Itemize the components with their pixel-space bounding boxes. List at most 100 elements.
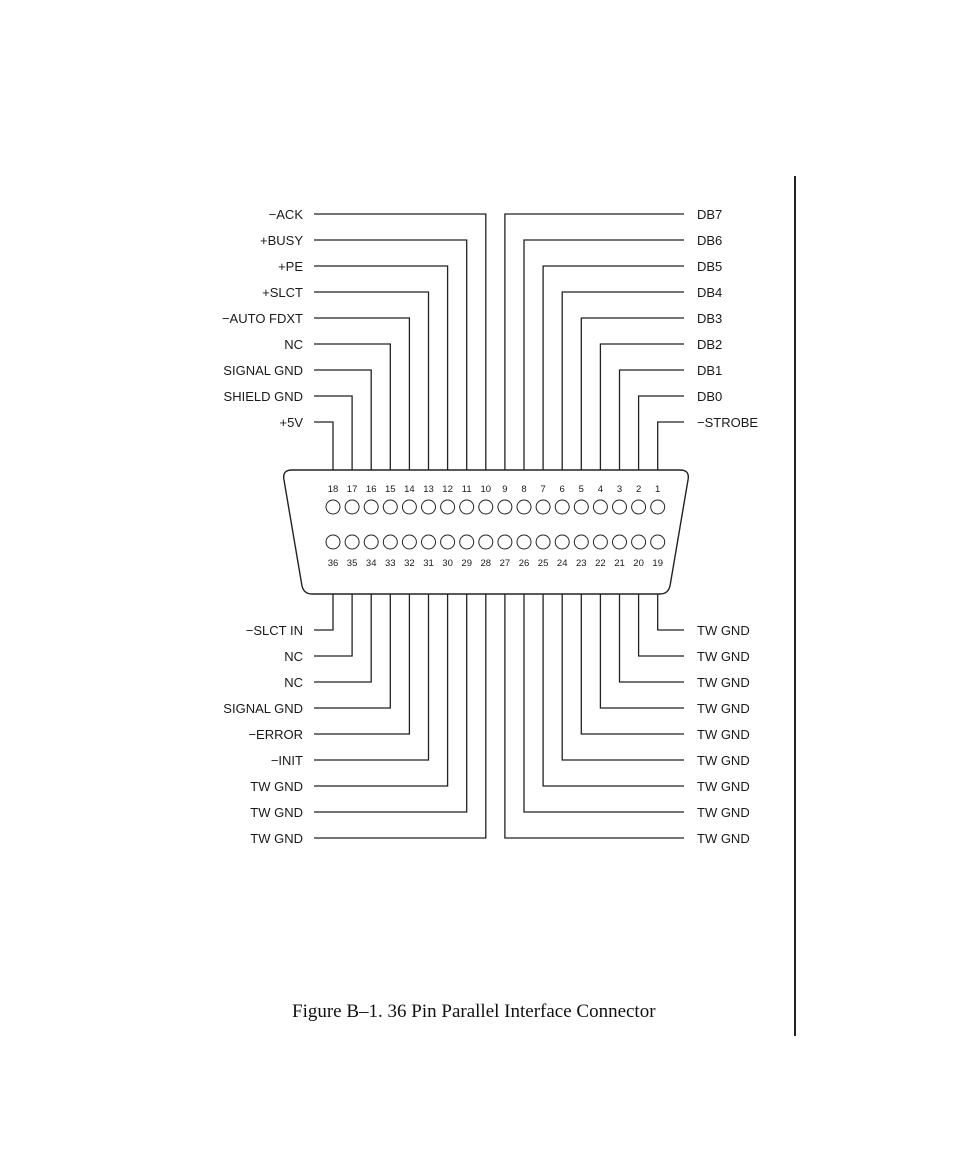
pin-socket <box>554 499 570 515</box>
signal-wire <box>580 581 684 735</box>
signal-wire <box>561 581 684 761</box>
pin-number-bottom: 33 <box>385 558 396 569</box>
signal-wire <box>314 581 353 657</box>
signal-label: TW GND <box>697 805 750 820</box>
pin-socket <box>382 534 398 550</box>
pin-number-top: 11 <box>462 484 472 495</box>
pin-number-bottom: 22 <box>595 558 606 569</box>
signal-label: −ERROR <box>248 727 303 742</box>
pin-number-top: 2 <box>636 484 641 495</box>
pin-socket <box>363 534 379 550</box>
pin-socket <box>573 534 589 550</box>
signal-wire <box>314 421 334 482</box>
signal-label: DB5 <box>697 259 722 274</box>
pin-number-top: 9 <box>502 484 507 495</box>
pin-number-top: 13 <box>423 484 434 495</box>
signal-label: DB2 <box>697 337 722 352</box>
signal-label: DB0 <box>697 389 722 404</box>
pin-number-top: 12 <box>442 484 453 495</box>
signal-label: NC <box>284 675 303 690</box>
signal-label: NC <box>284 337 303 352</box>
pin-number-top: 16 <box>366 484 377 495</box>
signal-label: DB1 <box>697 363 722 378</box>
pin-number-top: 7 <box>540 484 545 495</box>
signal-wire <box>542 265 684 482</box>
signal-label: SHIELD GND <box>224 389 303 404</box>
signal-label: +5V <box>280 415 304 430</box>
signal-wire <box>637 395 684 482</box>
pin-number-top: 1 <box>655 484 660 495</box>
pin-number-top: 6 <box>560 484 565 495</box>
pin-socket <box>344 499 360 515</box>
figure-caption: Figure B–1. 36 Pin Parallel Interface Co… <box>292 1001 656 1022</box>
signal-label: +SLCT <box>262 285 303 300</box>
signal-label: TW GND <box>697 675 750 690</box>
pin-number-bottom: 20 <box>633 558 644 569</box>
signal-label: −AUTO FDXT <box>222 311 303 326</box>
signal-wire <box>314 369 372 482</box>
signal-wire <box>314 265 449 482</box>
signal-label: SIGNAL GND <box>223 701 303 716</box>
pin-socket <box>516 499 532 515</box>
signal-wire <box>314 213 487 482</box>
signal-label: TW GND <box>697 727 750 742</box>
pin-socket <box>612 499 627 515</box>
pin-socket <box>535 499 551 515</box>
pin-socket <box>592 499 608 515</box>
signal-label: TW GND <box>697 831 750 846</box>
signal-wire <box>657 581 684 631</box>
pin-number-bottom: 26 <box>519 558 530 569</box>
pin-socket <box>631 499 647 515</box>
signal-wire <box>523 581 684 813</box>
signal-label: TW GND <box>697 623 750 638</box>
signal-label: DB4 <box>697 285 722 300</box>
pin-socket <box>363 499 379 515</box>
pin-socket <box>516 534 532 550</box>
signal-wire <box>314 581 391 709</box>
signal-wire <box>599 343 684 482</box>
signal-wire <box>314 581 372 683</box>
pin-number-top: 17 <box>347 484 358 495</box>
pin-number-top: 3 <box>617 484 622 495</box>
pin-number-bottom: 19 <box>652 558 663 569</box>
pin-number-bottom: 23 <box>576 558 587 569</box>
signal-wire <box>618 369 684 482</box>
signal-label: −ACK <box>269 207 304 222</box>
pin-socket <box>459 499 475 515</box>
pin-number-bottom: 35 <box>347 558 358 569</box>
pin-socket <box>497 499 513 515</box>
signal-label: −INIT <box>271 753 303 768</box>
pin-socket <box>573 499 589 515</box>
pin-number-bottom: 28 <box>481 558 492 569</box>
pin-number-bottom: 30 <box>442 558 453 569</box>
signal-label: TW GND <box>697 779 750 794</box>
pin-socket <box>592 534 608 550</box>
pin-number-bottom: 27 <box>500 558 511 569</box>
signal-wire <box>314 581 411 735</box>
signal-label: NC <box>284 649 303 664</box>
signal-label: DB3 <box>697 311 722 326</box>
pin-socket <box>440 499 456 515</box>
pin-socket <box>421 534 436 550</box>
pin-number-top: 10 <box>481 484 492 495</box>
signal-wire <box>314 291 430 482</box>
pin-socket <box>497 534 513 550</box>
pin-number-bottom: 21 <box>614 558 625 569</box>
pin-number-bottom: 25 <box>538 558 549 569</box>
pin-socket <box>344 534 360 550</box>
signal-label: −SLCT IN <box>246 623 303 638</box>
pin-socket <box>421 499 436 515</box>
pin-number-bottom: 36 <box>328 558 339 569</box>
pin-number-top: 8 <box>521 484 526 495</box>
pin-number-top: 18 <box>328 484 339 495</box>
signal-wire <box>314 317 411 482</box>
signal-label: DB7 <box>697 207 722 222</box>
pin-number-bottom: 24 <box>557 558 568 569</box>
pin-socket <box>401 499 417 515</box>
signal-label: TW GND <box>250 831 303 846</box>
pin-number-top: 15 <box>385 484 396 495</box>
signal-wire <box>314 581 468 813</box>
pin-number-top: 4 <box>598 484 603 495</box>
signal-wire <box>314 239 468 482</box>
